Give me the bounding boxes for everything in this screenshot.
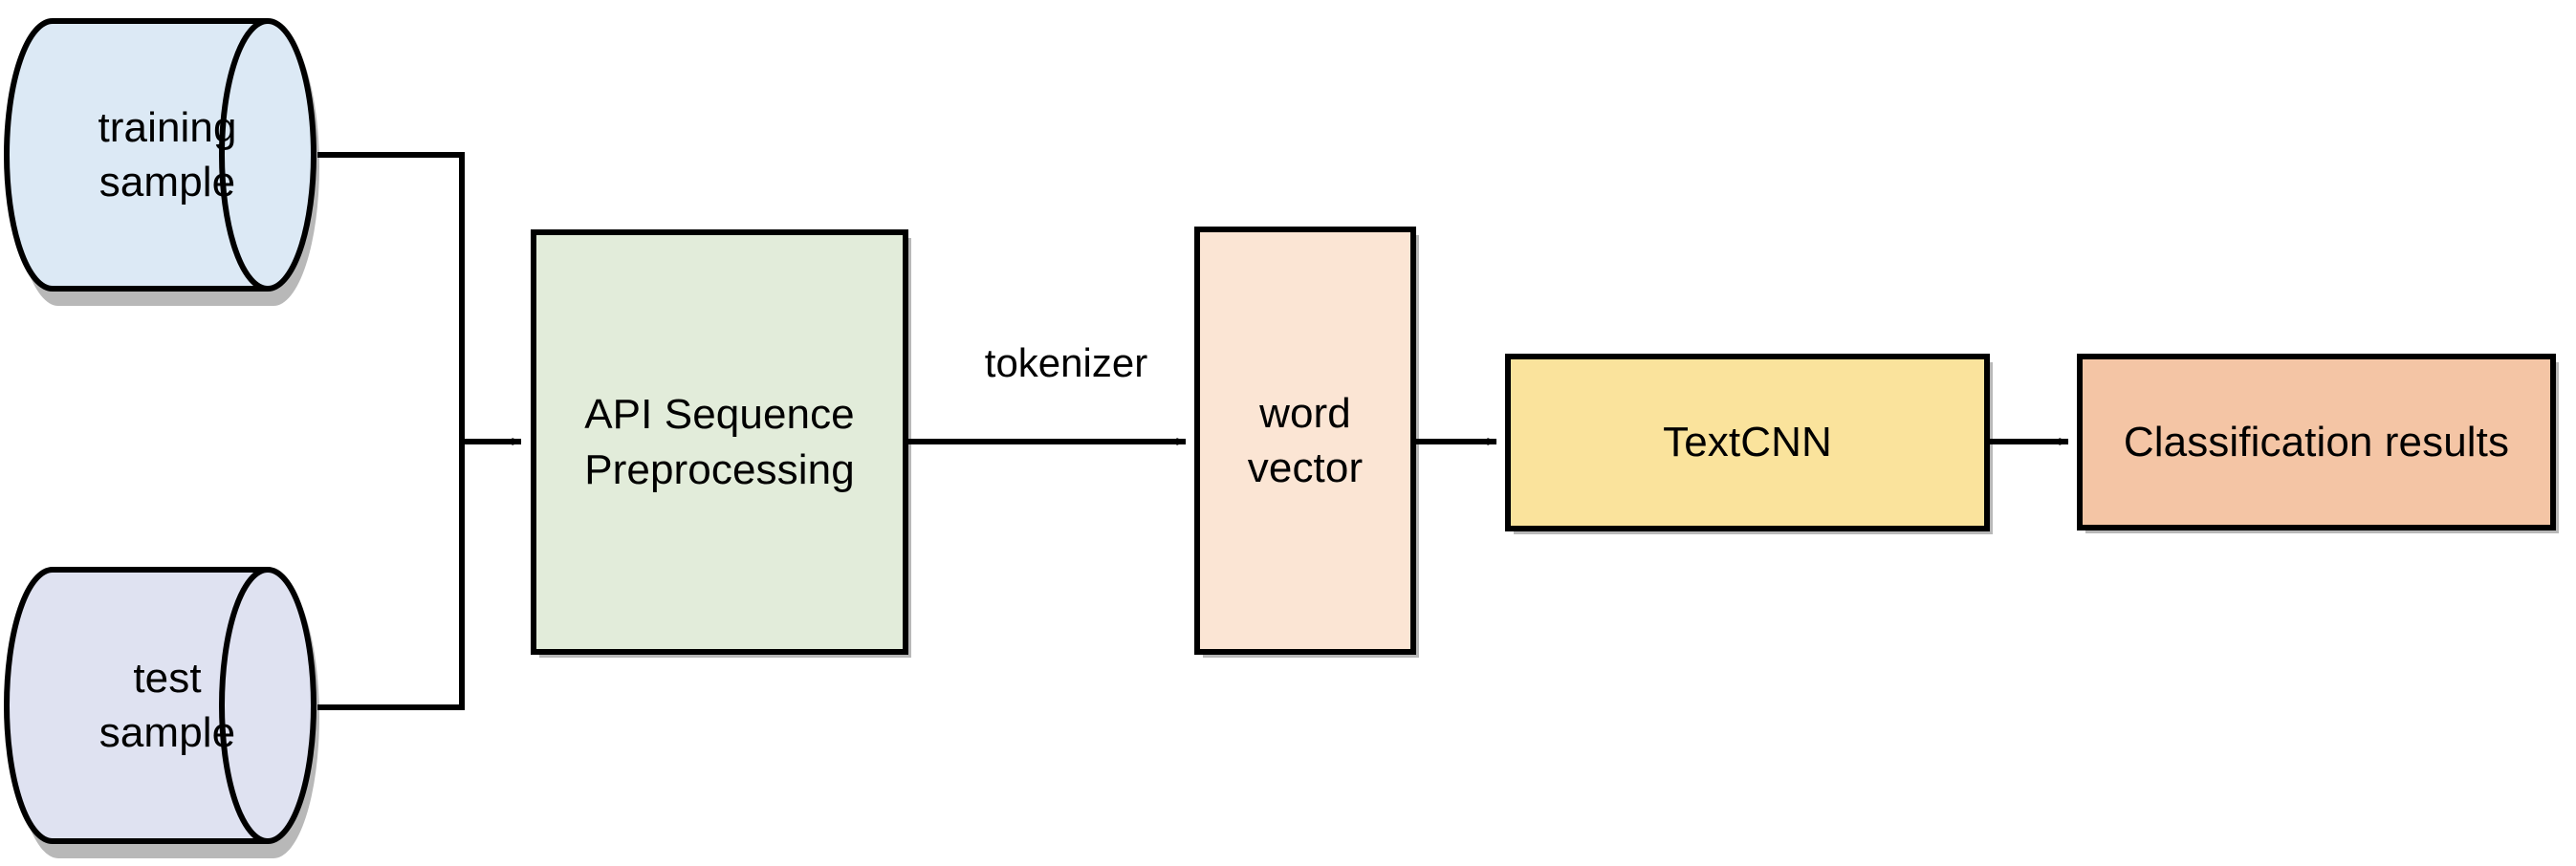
edge-training-to-preprocessing[interactable] [317, 152, 465, 442]
node-test-sample[interactable] [4, 567, 317, 844]
training-sample-cylinder-body [4, 18, 317, 292]
node-classification-results-box[interactable] [2077, 354, 2556, 530]
node-word-vector-box[interactable] [1194, 227, 1416, 655]
node-textcnn-box[interactable] [1505, 354, 1990, 531]
tokenizer-edge-label: tokenizer [984, 340, 1148, 385]
node-training-sample[interactable] [4, 18, 317, 292]
edge-test-to-preprocessing[interactable] [317, 442, 465, 710]
test-sample-cylinder-cap [219, 567, 269, 844]
node-preprocessing-box[interactable] [531, 229, 908, 655]
training-sample-cylinder-cap [219, 18, 269, 292]
test-sample-cylinder-body [4, 567, 317, 844]
